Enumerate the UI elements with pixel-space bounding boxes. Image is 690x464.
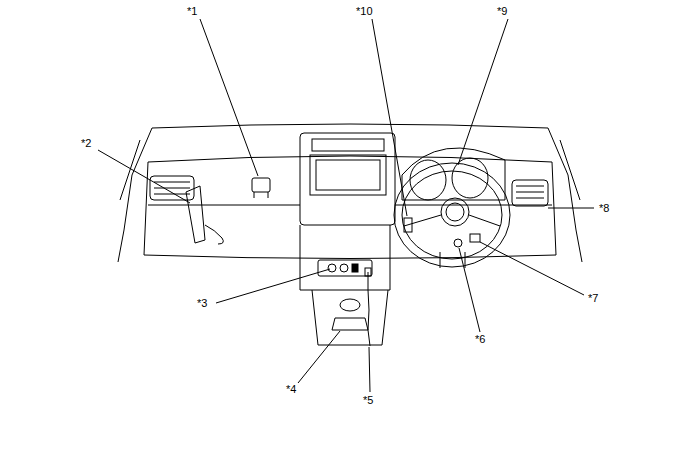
floor-console [312,290,388,345]
leader-line [216,269,330,303]
dash-line [148,205,552,206]
callout-number: *7 [587,292,599,304]
cable-connector [365,268,371,276]
column [440,252,465,268]
steering-spoke [404,215,500,226]
switch [352,264,358,272]
right-vent [512,180,548,206]
leader-line [458,19,508,165]
callout-number: *9 [496,5,508,17]
column-part [454,239,462,247]
leader-line [459,248,480,332]
leader-line [298,331,340,383]
callout-number: *8 [598,202,610,214]
callout-number: *3 [196,297,208,309]
steering-wheel [394,163,510,267]
callout-number: *5 [362,394,374,406]
vent-slats [516,186,544,198]
center-stack [300,133,395,225]
callout-number: *4 [285,383,297,395]
steering-hub [441,198,469,226]
display-screen [316,160,380,190]
side-part [186,186,205,243]
switch-panel [318,260,372,276]
gauge [452,158,488,198]
steering-hub [446,203,464,221]
column-switch [470,234,480,242]
dashboard [144,156,556,259]
cluster-hood [402,148,505,200]
display [310,155,386,195]
lower-console [300,225,390,290]
callout-number: *6 [474,333,486,345]
center-vent [312,139,384,151]
switch [340,264,348,272]
callout-number: *2 [80,137,92,149]
leader-line [372,19,407,216]
left-vent [150,176,194,200]
leader-line [480,242,584,295]
leader-line [369,347,370,392]
gauge [410,160,446,200]
shift-knob [340,299,360,311]
switch-part [404,218,412,232]
windshield-edge [152,124,548,128]
switch [328,264,336,272]
sensor-part [332,318,368,330]
cable [368,272,370,346]
leader-line [98,150,190,203]
ecu-bracket [254,192,268,198]
side-part-wire [205,225,223,244]
ecu-part [252,178,270,192]
leader-line [200,19,258,176]
leader-line [548,208,594,209]
callout-number: *1 [186,5,198,17]
callout-number: *10 [355,5,374,17]
